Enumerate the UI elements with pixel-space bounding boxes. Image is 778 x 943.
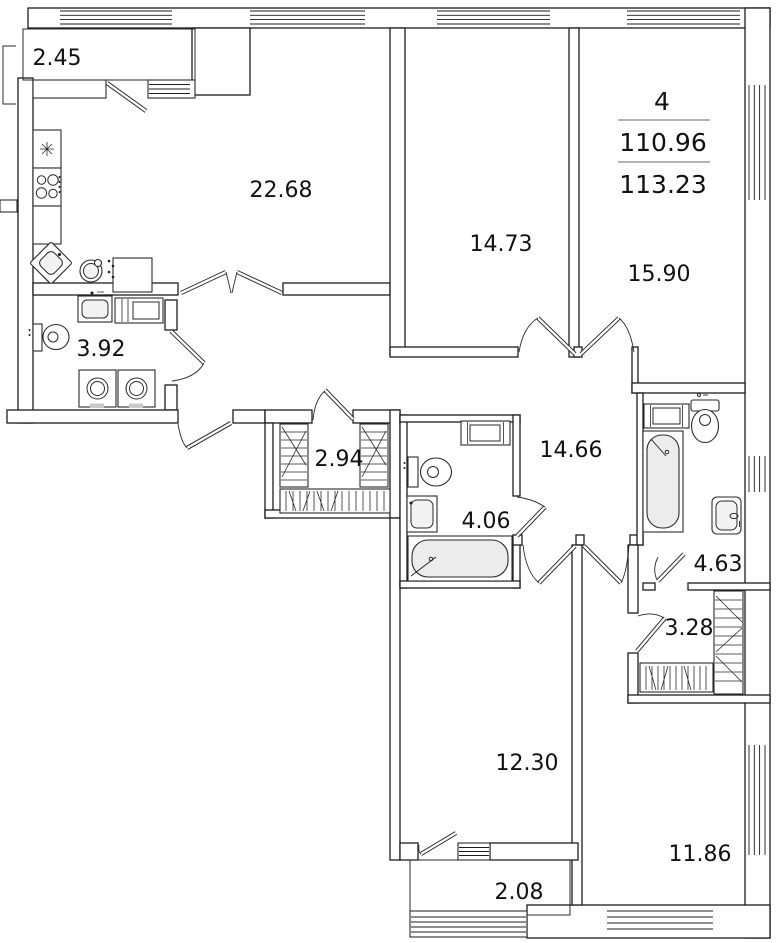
door-swing-icon <box>180 270 232 295</box>
window-icon <box>60 9 172 27</box>
window-icon <box>746 456 769 492</box>
door-swing-icon <box>105 81 148 113</box>
door-swing-icon <box>522 544 577 585</box>
washing-machine-icon <box>117 369 156 408</box>
area-label-bedroom-right: 15.90 <box>628 262 691 287</box>
area-label-bathroom-left: 3.92 <box>77 337 126 362</box>
window-icon <box>607 907 713 936</box>
door-swing-icon <box>177 421 233 450</box>
area-label-bathroom-right: 4.63 <box>694 552 743 577</box>
door-swing-icon <box>231 270 283 295</box>
area-label-wardrobe-left: 2.94 <box>315 447 364 472</box>
window-icon <box>250 9 365 27</box>
kitchen-sink-round-icon <box>79 258 115 283</box>
neighbor-wall-stub <box>2 45 16 105</box>
stove-icon <box>32 167 62 207</box>
balcony-bottom-outline <box>409 842 571 938</box>
area-label-balcony-bottom: 2.08 <box>495 880 544 905</box>
area-label-bathroom-middle: 4.06 <box>462 509 511 534</box>
room-area-labels: 2.45 22.68 14.73 15.90 3.92 2.94 14.66 4… <box>33 46 743 905</box>
total-area-value: 113.23 <box>619 170 706 199</box>
door-swing-icon <box>582 544 630 585</box>
window-icon <box>409 910 528 938</box>
door-swing-icon <box>635 613 667 653</box>
washbasin-icon <box>77 291 113 323</box>
cabinet-icon <box>114 297 164 324</box>
radiator-icon <box>460 420 511 446</box>
bathtub-icon <box>407 535 513 582</box>
radiator-icon <box>643 403 690 429</box>
door-swing-icon <box>654 552 686 583</box>
window-icon <box>746 745 769 855</box>
area-label-bedroom-top: 14.73 <box>470 232 533 257</box>
wardrobe-rail-icon <box>639 662 714 693</box>
bathtub-icon <box>642 430 684 533</box>
area-label-bedroom-bottom: 12.30 <box>496 751 559 776</box>
toilet-icon <box>28 323 70 352</box>
window-icon <box>457 842 491 861</box>
wardrobe-shelves-icon <box>279 423 389 488</box>
interior-walls <box>6 27 771 906</box>
door-swing-icon <box>515 496 547 538</box>
title-block: 4 110.96 113.23 <box>618 87 710 199</box>
door-swing-icon <box>418 831 458 856</box>
balcony-top-outline <box>22 28 196 99</box>
toilet-icon <box>403 456 453 488</box>
kitchen-sink-icon <box>30 242 72 284</box>
area-label-balcony-top: 2.45 <box>33 46 82 71</box>
washbasin-icon <box>406 495 438 533</box>
window-icon <box>437 9 550 27</box>
toilet-icon <box>690 393 720 444</box>
washbasin-icon <box>711 496 742 535</box>
wardrobe-shelves-icon <box>713 590 744 695</box>
kitchen-counter <box>32 205 153 293</box>
doors <box>105 81 686 856</box>
door-swing-icon <box>169 329 206 382</box>
door-swing-icon <box>518 316 577 356</box>
fridge-icon <box>32 129 62 169</box>
area-label-wardrobe-right: 3.28 <box>665 616 714 641</box>
window-icon <box>627 9 740 27</box>
living-area-value: 110.96 <box>619 128 706 157</box>
door-swing-icon <box>579 316 635 356</box>
rooms-count-value: 4 <box>654 87 670 116</box>
windows <box>60 9 769 936</box>
area-label-hallway: 14.66 <box>540 438 603 463</box>
window-icon <box>746 85 769 200</box>
area-label-bedroom-bottom-right: 11.86 <box>669 842 732 867</box>
area-label-kitchen-living: 22.68 <box>250 178 313 203</box>
door-swing-icon <box>312 388 355 421</box>
window-icon <box>147 79 196 99</box>
wardrobe-rail-icon <box>279 488 391 514</box>
neighbor-wall-stub2 <box>0 199 18 213</box>
washing-machine-icon <box>78 369 117 408</box>
